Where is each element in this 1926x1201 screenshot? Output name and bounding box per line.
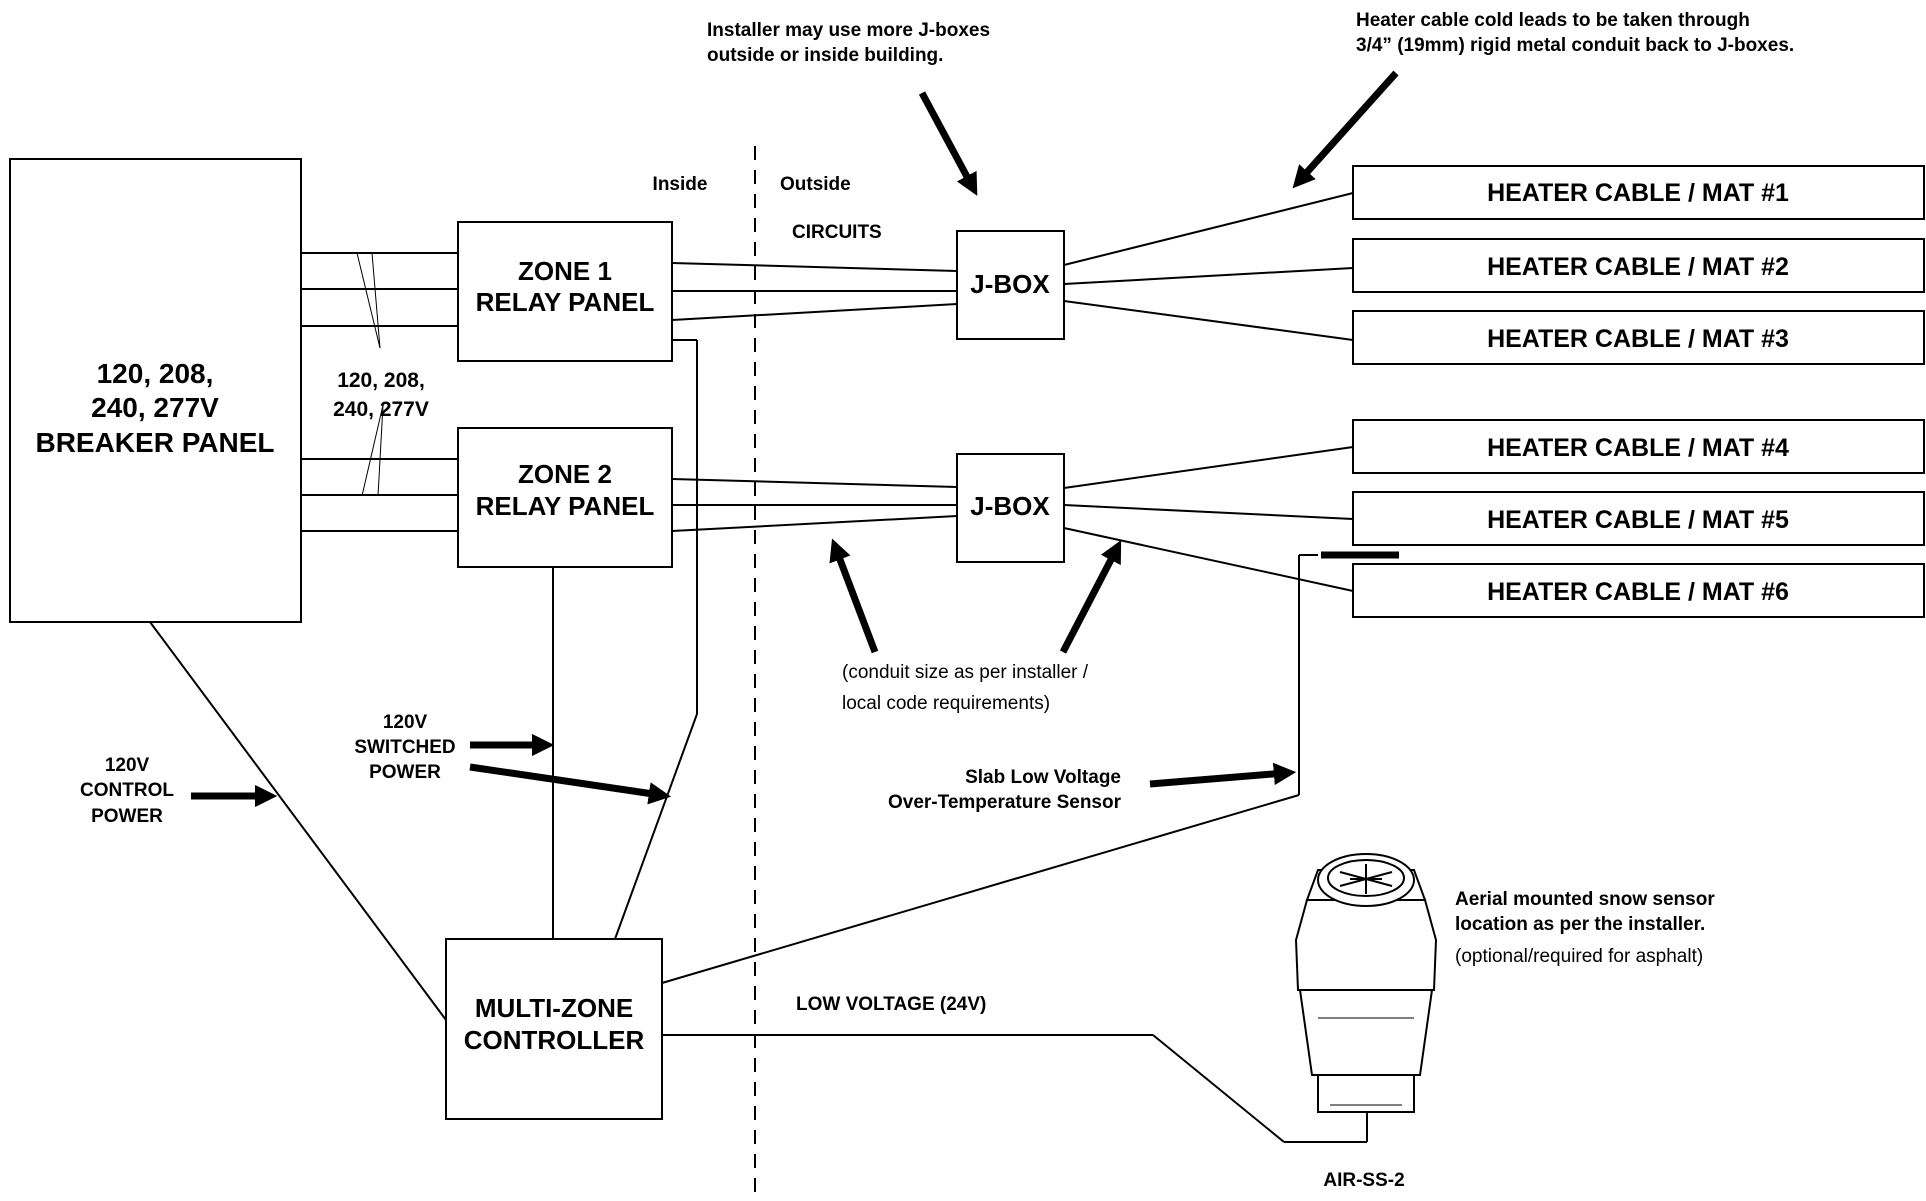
jbox-note-line1: Installer may use more J-boxes: [707, 20, 990, 41]
switched-power-line1: 120V: [383, 712, 428, 733]
heater-2-label: HEATER CABLE / MAT #2: [1487, 253, 1789, 281]
snow-sensor-illustration: [1294, 853, 1438, 1113]
outside-label: Outside: [780, 174, 851, 195]
controller-wires: [149, 339, 1399, 1143]
slab-sensor-arrow: [1149, 762, 1297, 788]
conduit-note-line2: local code requirements): [842, 693, 1050, 714]
heater-lead-wires: [1063, 192, 1354, 592]
heater-4-label: HEATER CABLE / MAT #4: [1487, 434, 1789, 462]
heater-5-label: HEATER CABLE / MAT #5: [1487, 506, 1789, 534]
heater-4-box: [1352, 419, 1925, 474]
zone2-line1: ZONE 2: [518, 459, 612, 489]
switched-power-line3: POWER: [369, 762, 441, 783]
supply-wires: [301, 252, 458, 532]
breaker-panel-line2: 240, 277V: [91, 392, 219, 423]
circuit-wires: [671, 262, 958, 532]
control-power-line2: CONTROL: [80, 780, 174, 801]
supply-voltage-line2: 240, 277V: [333, 398, 429, 421]
zone1-line1: ZONE 1: [518, 256, 612, 286]
heater-6-label: HEATER CABLE / MAT #6: [1487, 578, 1789, 606]
supply-voltage-line1: 120, 208,: [337, 369, 425, 392]
switched-power-line2: SWITCHED: [354, 737, 455, 758]
zone1-line2: RELAY PANEL: [476, 287, 655, 317]
conduit-arrow-right: [1059, 540, 1122, 654]
controller-line2: CONTROLLER: [464, 1025, 645, 1055]
jbox-2: [956, 453, 1065, 563]
inside-label: Inside: [653, 174, 708, 195]
snow-sensor-line3: (optional/required for asphalt): [1455, 946, 1703, 967]
multi-zone-controller-box: [445, 938, 663, 1120]
zone2-relay-panel: [457, 427, 673, 568]
zone2-line2: RELAY PANEL: [476, 491, 655, 521]
controller-line1: MULTI-ZONE: [475, 993, 633, 1023]
control-power-line3: POWER: [91, 806, 163, 827]
cold-leads-arrow: [1292, 70, 1399, 189]
heater-3-label: HEATER CABLE / MAT #3: [1487, 325, 1789, 353]
breaker-panel-line3: BREAKER PANEL: [35, 427, 274, 458]
snow-sensor-line1: Aerial mounted snow sensor: [1455, 889, 1715, 910]
conduit-note-line1: (conduit size as per installer /: [842, 662, 1089, 683]
heater-1-box: [1352, 165, 1925, 220]
snow-sensor-model: AIR-SS-2: [1323, 1170, 1404, 1191]
breaker-panel-line1: 120, 208,: [97, 358, 214, 389]
circuits-label: CIRCUITS: [792, 222, 882, 243]
control-power-line1: 120V: [105, 755, 150, 776]
heater-1-label: HEATER CABLE / MAT #1: [1487, 179, 1789, 207]
snow-sensor-line2: location as per the installer.: [1455, 914, 1705, 935]
heater-6-box: [1352, 563, 1925, 618]
jbox-note-arrow: [918, 91, 978, 196]
jbox-note-line2: outside or inside building.: [707, 45, 943, 66]
heater-5-box: [1352, 491, 1925, 546]
conduit-arrow-left: [829, 538, 879, 654]
zone1-relay-panel: [457, 221, 673, 362]
slab-sensor-line2: Over-Temperature Sensor: [888, 792, 1122, 813]
jbox-1-label: J-BOX: [970, 269, 1050, 299]
slab-sensor-line1: Slab Low Voltage: [965, 767, 1121, 788]
breaker-panel-box: [9, 158, 302, 623]
jbox-2-label: J-BOX: [970, 491, 1050, 521]
low-voltage-label: LOW VOLTAGE (24V): [796, 994, 986, 1015]
cold-leads-note-line2: 3/4” (19mm) rigid metal conduit back to …: [1356, 35, 1794, 56]
cold-leads-note-line1: Heater cable cold leads to be taken thro…: [1356, 10, 1750, 31]
heater-2-box: [1352, 238, 1925, 293]
switched-power-arrow-2: [469, 763, 672, 805]
heater-3-box: [1352, 310, 1925, 365]
jbox-1: [956, 230, 1065, 340]
